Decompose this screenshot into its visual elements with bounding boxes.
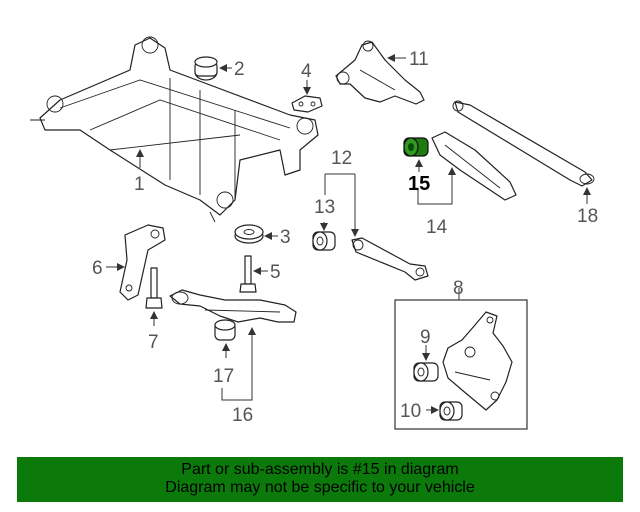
parts-diagram: 1 2 3 4 5 6 7 8 9 10 11 12 13 14 15 16 1… bbox=[30, 36, 598, 430]
bushing-part-17[interactable] bbox=[214, 319, 236, 341]
callout-8: 8 bbox=[453, 278, 464, 299]
callout-6: 6 bbox=[92, 258, 103, 279]
callout-18: 18 bbox=[577, 206, 598, 227]
callout-labels: 1 2 3 4 5 6 7 8 9 10 11 12 13 14 15 16 1… bbox=[92, 49, 598, 426]
bushing-part-2[interactable] bbox=[194, 56, 218, 81]
knuckle-part-8[interactable] bbox=[442, 311, 513, 411]
bushing-part-13[interactable] bbox=[312, 231, 336, 251]
callout-17: 17 bbox=[213, 366, 234, 387]
callout-13: 13 bbox=[314, 197, 335, 218]
callout-7: 7 bbox=[148, 332, 159, 353]
callout-3: 3 bbox=[280, 227, 291, 248]
callout-15-highlighted: 15 bbox=[408, 173, 430, 195]
bolt-part-5[interactable] bbox=[239, 255, 257, 293]
callout-16: 16 bbox=[232, 405, 253, 426]
banner-line-1: Part or sub-assembly is #15 in diagram bbox=[181, 461, 459, 478]
bushing-part-15-highlighted[interactable] bbox=[403, 137, 429, 157]
bolt-part-7[interactable] bbox=[145, 267, 163, 309]
bushing-part-10[interactable] bbox=[439, 401, 463, 421]
banner-line-2: Diagram may not be specific to your vehi… bbox=[165, 479, 475, 496]
callout-9: 9 bbox=[420, 327, 431, 348]
leader-lines bbox=[106, 54, 591, 414]
lateral-link-part-18[interactable] bbox=[452, 100, 595, 187]
washer-part-3[interactable] bbox=[234, 224, 264, 244]
callout-14: 14 bbox=[426, 217, 448, 238]
callout-10: 10 bbox=[400, 401, 421, 422]
lower-arm-part-16[interactable] bbox=[169, 289, 297, 323]
callout-5: 5 bbox=[270, 262, 281, 283]
callout-4: 4 bbox=[301, 61, 312, 82]
bushing-part-9[interactable] bbox=[413, 362, 439, 382]
upper-arm-part-11[interactable] bbox=[335, 40, 425, 105]
info-banner: Part or sub-assembly is #15 in diagram D… bbox=[17, 457, 623, 502]
toe-link-part-12[interactable] bbox=[351, 237, 429, 281]
trailing-arm-part-14[interactable] bbox=[431, 131, 517, 201]
callout-11: 11 bbox=[409, 49, 429, 70]
plate-part-4[interactable] bbox=[291, 95, 323, 113]
subframe-part-1[interactable] bbox=[30, 36, 319, 223]
callout-2: 2 bbox=[234, 59, 245, 80]
callout-1: 1 bbox=[134, 174, 145, 195]
callout-12: 12 bbox=[331, 148, 352, 169]
bracket-part-6[interactable] bbox=[119, 224, 166, 301]
